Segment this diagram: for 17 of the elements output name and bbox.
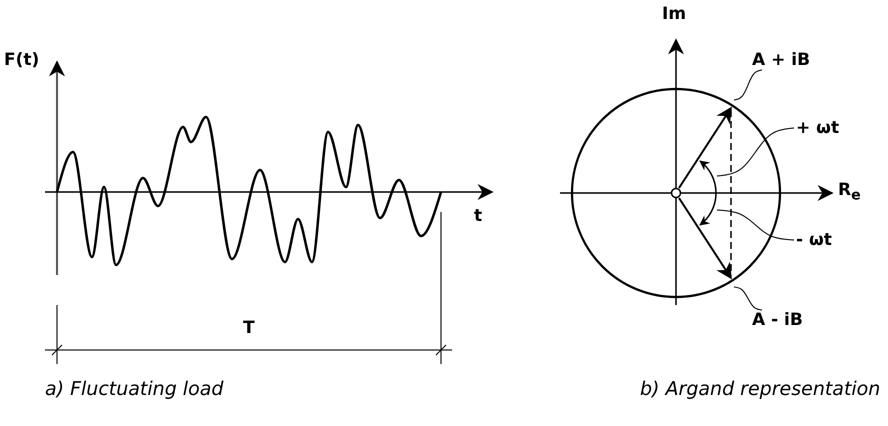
callout-text: + ωt bbox=[796, 118, 840, 138]
leader-line bbox=[716, 128, 794, 176]
leader-line bbox=[716, 210, 794, 240]
axis-label: t bbox=[474, 206, 482, 226]
caption: b) Argand representation bbox=[640, 378, 880, 401]
axis-label: F(t) bbox=[4, 50, 40, 70]
axis-label: Im bbox=[662, 4, 686, 24]
leader-line bbox=[734, 286, 762, 310]
callout-text: A + iB bbox=[752, 50, 810, 70]
leader-line bbox=[734, 70, 762, 100]
callout-text: - ωt bbox=[796, 230, 832, 250]
callout-text: A - iB bbox=[752, 310, 803, 330]
dimension-label: T bbox=[243, 318, 255, 338]
axis-label: R$_{e}$ bbox=[838, 180, 861, 204]
unit-circle bbox=[570, 88, 782, 298]
caption: a) Fluctuating load bbox=[45, 378, 224, 401]
angle-arc bbox=[699, 160, 717, 226]
